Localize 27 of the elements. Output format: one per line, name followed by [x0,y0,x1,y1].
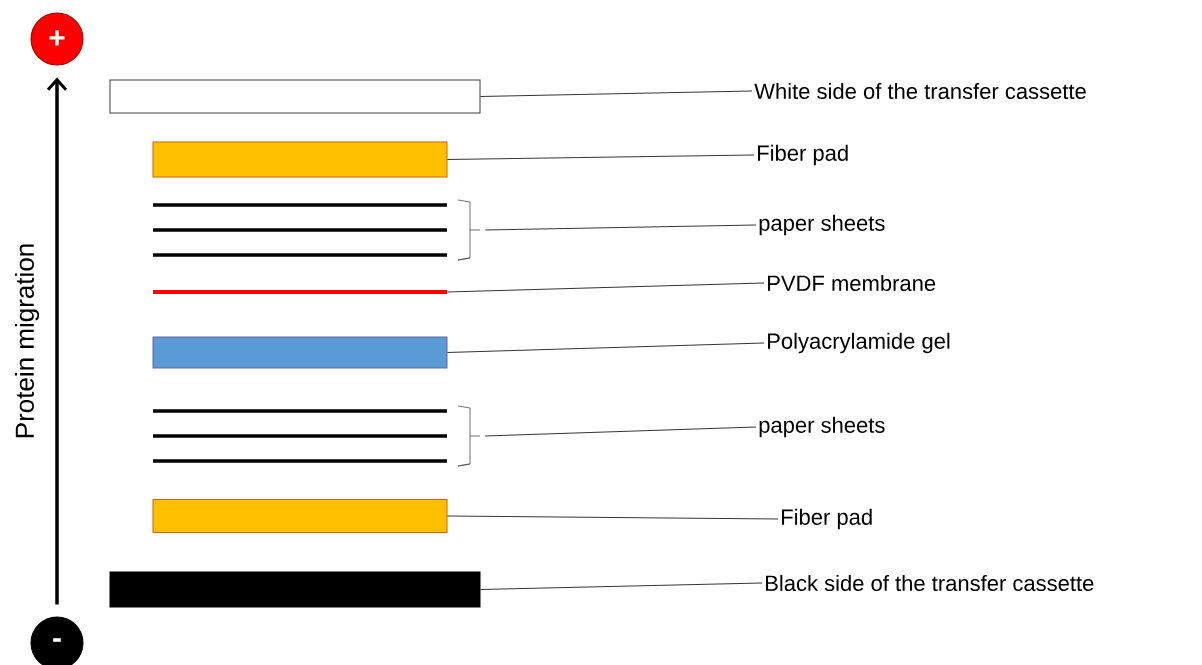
leader-line [446,282,765,293]
layer-label: Fiber pad [758,144,848,166]
layer-label: paper sheets [759,416,885,438]
leader-line [447,342,765,353]
leader-line [480,582,763,590]
fiber-pad [152,141,448,178]
layer-label: Polyacrylamide gel [768,332,950,354]
layer-label: PVDF membrane [768,274,936,292]
paper-sheets-drawing [153,405,481,467]
layer-label: paper sheets [759,214,885,236]
leader-line [480,90,753,97]
axis-label: Protein migration [14,244,40,438]
layer-label: Fiber pad [782,508,872,530]
cassette-side [109,571,481,608]
leader-line [484,426,757,437]
leader-line [447,515,779,520]
plus-terminal: + [30,12,84,66]
leader-line [484,224,757,231]
cassette-side [109,79,481,114]
arrow [46,77,68,605]
layer-label: White side of the transfer cassette [754,82,1086,100]
paper-sheets-drawing [153,199,481,261]
layer-label: Black side of the transfer cassette [766,574,1094,592]
gel-slab [152,336,448,369]
minus-terminal: - [30,616,84,665]
leader-line [447,154,755,160]
fiber-pad [152,499,448,533]
